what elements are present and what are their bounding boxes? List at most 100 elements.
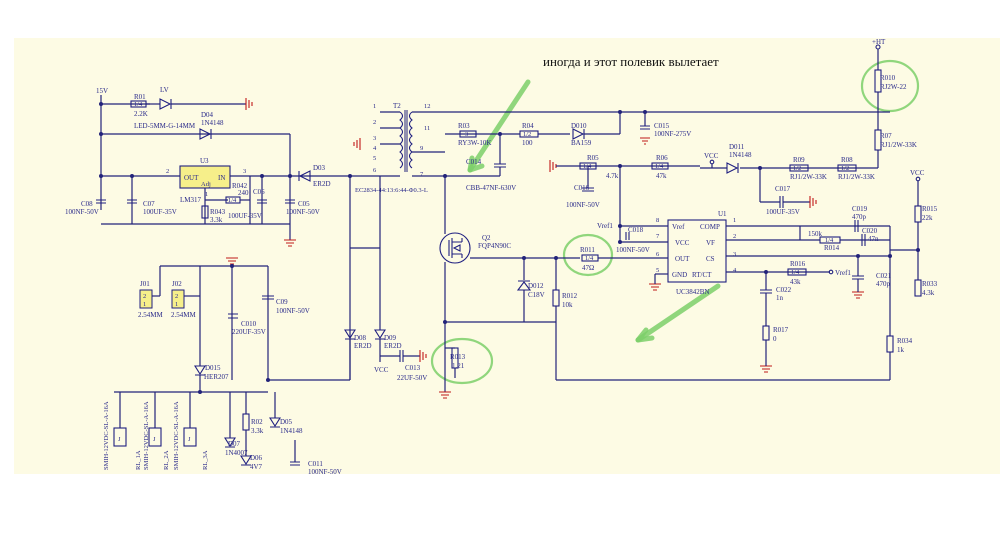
- d09-val: ER2D: [384, 342, 402, 350]
- u1-n6: 6: [656, 251, 660, 258]
- rl2-coil-sym: J: [153, 436, 156, 443]
- c022-val: 1n: [776, 294, 784, 302]
- r010-ref: R010: [880, 74, 896, 82]
- u1-n4: 4: [733, 267, 737, 274]
- rl3-ref: RL_3A: [202, 450, 209, 470]
- u1-pin-vref: Vref: [672, 223, 685, 231]
- c018-ref: C018: [628, 226, 644, 234]
- r033-ref: R033: [922, 280, 938, 288]
- u1-pin-comp: COMP: [700, 223, 720, 231]
- r03-ref: R03: [458, 122, 470, 130]
- j01-pin1: 1: [143, 301, 146, 308]
- j02-pin2: 2: [175, 293, 178, 300]
- lv-val: LED-5MM-G-14MM: [134, 122, 196, 130]
- r06-val: 47k: [656, 172, 667, 180]
- rl2-part-visible: SMIH-12VDC-SL-A-16A: [143, 401, 150, 470]
- r017-ref: R017: [773, 326, 789, 334]
- mosfet-stage: Q2 FQP4N90C 1/4 R011 47Ω D012 C18V R012 …: [439, 222, 890, 399]
- snubber-block: 3 R03 RY3W-10K 1/2 R04 100 D010 BA159 C0…: [445, 112, 691, 192]
- c019-ref: C019: [852, 205, 868, 213]
- svg-text:1/4: 1/4: [825, 237, 834, 244]
- t2-pin12: 12: [424, 103, 431, 110]
- c018-val: 100NF-50V: [616, 246, 650, 254]
- net-vcc-2: VCC: [374, 366, 389, 374]
- j02-ref: J02: [172, 280, 182, 288]
- d010-val: BA159: [571, 139, 592, 147]
- j02-body: [171, 289, 185, 309]
- rl1-coil-sym: J: [118, 436, 121, 443]
- u3-p2: 2: [166, 168, 169, 175]
- c010-val: 220UF-35V: [232, 328, 266, 336]
- u1-n7: 7: [656, 233, 660, 240]
- u3-pin-out: OUT: [184, 174, 199, 182]
- c021-ref: C021: [876, 272, 892, 280]
- u3-pin-in: IN: [218, 174, 225, 182]
- t2-pin3: 3: [373, 135, 376, 142]
- d015-val: HER207: [204, 373, 229, 381]
- lv-ref: LV: [160, 86, 169, 94]
- c016-val: 100NF-50V: [566, 201, 600, 209]
- c017-ref: C017: [775, 185, 791, 193]
- c017-val: 100UF-35V: [766, 208, 800, 216]
- r016-val: 43k: [790, 278, 801, 286]
- j02-val: 2.54MM: [171, 311, 196, 319]
- t2-pin6: 6: [373, 167, 377, 174]
- r034-ref: R034: [897, 337, 913, 345]
- r043-ref: R043: [210, 208, 226, 216]
- j01-body: [139, 289, 153, 309]
- q2-part: FQP4N90C: [478, 242, 511, 250]
- d08-val: ER2D: [354, 342, 372, 350]
- c06-val: 100UF-35V: [228, 212, 262, 220]
- t2-part: EC2834-44:13:6:44-Φ0.3-L: [355, 187, 428, 194]
- j01-pin2: 2: [143, 293, 146, 300]
- c06-ref: C06: [253, 188, 265, 196]
- svg-text:1/4: 1/4: [228, 197, 237, 204]
- c010-ref: C010: [241, 320, 257, 328]
- u3-p3: 3: [243, 168, 246, 175]
- d03-ref: D03: [313, 164, 326, 172]
- annotation-text: иногда и этот полевик вылетает: [543, 54, 719, 69]
- relay-section: C010 220UF-35V C09 100NF-50V 2 1 J01 2.5…: [103, 257, 342, 476]
- q2-ref: Q2: [482, 234, 491, 242]
- c015-val: 100NF-275V: [654, 130, 691, 138]
- d06-val: 4V7: [250, 463, 263, 471]
- c020-ref: C020: [862, 227, 878, 235]
- uc3842-controller: U1 UC3842BN Vref COMP VCC VF OUT CS GND …: [597, 169, 938, 380]
- c08-ref: C08: [81, 200, 93, 208]
- r010-val: RJ2W-22: [880, 83, 907, 91]
- c020-val: 47n: [868, 235, 879, 243]
- r015-ref: R015: [922, 205, 938, 213]
- r016-ref: R016: [790, 260, 806, 268]
- j01-ref: J01: [140, 280, 150, 288]
- d08-ref: D08: [354, 334, 367, 342]
- d09-ref: D09: [384, 334, 397, 342]
- d010-ref: D010: [571, 122, 587, 130]
- d012-ref: D012: [528, 282, 544, 290]
- r09-val: RJ1/2W-33K: [790, 173, 827, 181]
- rl3-coil-sym: J: [188, 436, 191, 443]
- d03-val: ER2D: [313, 180, 331, 188]
- hv-startup-block: +HT R010 RJ2W-22 R07 RJ1/2W-33K 1/2 R09 …: [740, 38, 917, 181]
- r07-val: RJ1/2W-33K: [880, 141, 917, 149]
- r042-val: 240: [238, 189, 249, 197]
- c08-val: 100NF-50V: [65, 208, 99, 216]
- r01-ref: R01: [134, 93, 146, 101]
- d07-ref: D07: [228, 440, 241, 448]
- c015-ref: C015: [654, 122, 670, 130]
- u1-n5: 5: [656, 267, 659, 274]
- t2-pin2: 2: [373, 119, 376, 126]
- t2-ref: T2: [393, 102, 401, 110]
- u3-pin-adj: Adj: [201, 181, 211, 188]
- lm317-regulator-block: OUT IN Adj U3 LM317 2 3 1 1/4 R042 240 R…: [65, 157, 350, 247]
- c05-val: 100NF-50V: [286, 208, 320, 216]
- vcc-feed-block: 1/4 R05 4.7k 1/4 R06 47k VCC D011 1N4148…: [549, 143, 817, 242]
- r017-val: 0: [773, 335, 777, 343]
- u1-n2: 2: [733, 233, 736, 240]
- u1-pin-vcc: VCC: [675, 239, 690, 247]
- r05-val: 4.7k: [606, 172, 619, 180]
- net-vref1-b: Vref1: [835, 269, 851, 277]
- r03-val: RY3W-10K: [458, 139, 491, 147]
- d012-val: C18V: [528, 291, 545, 299]
